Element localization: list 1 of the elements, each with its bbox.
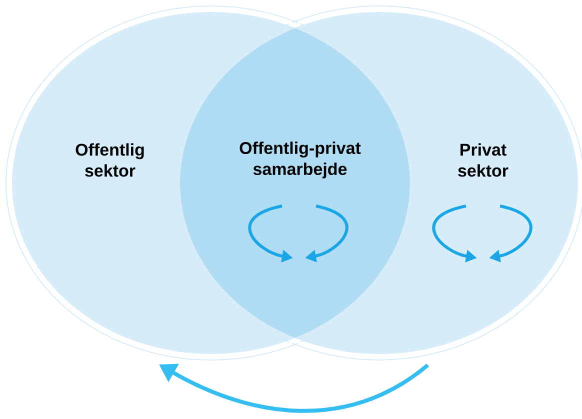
overlap-region: Offentlig-privat samarbejde — [174, 21, 416, 345]
